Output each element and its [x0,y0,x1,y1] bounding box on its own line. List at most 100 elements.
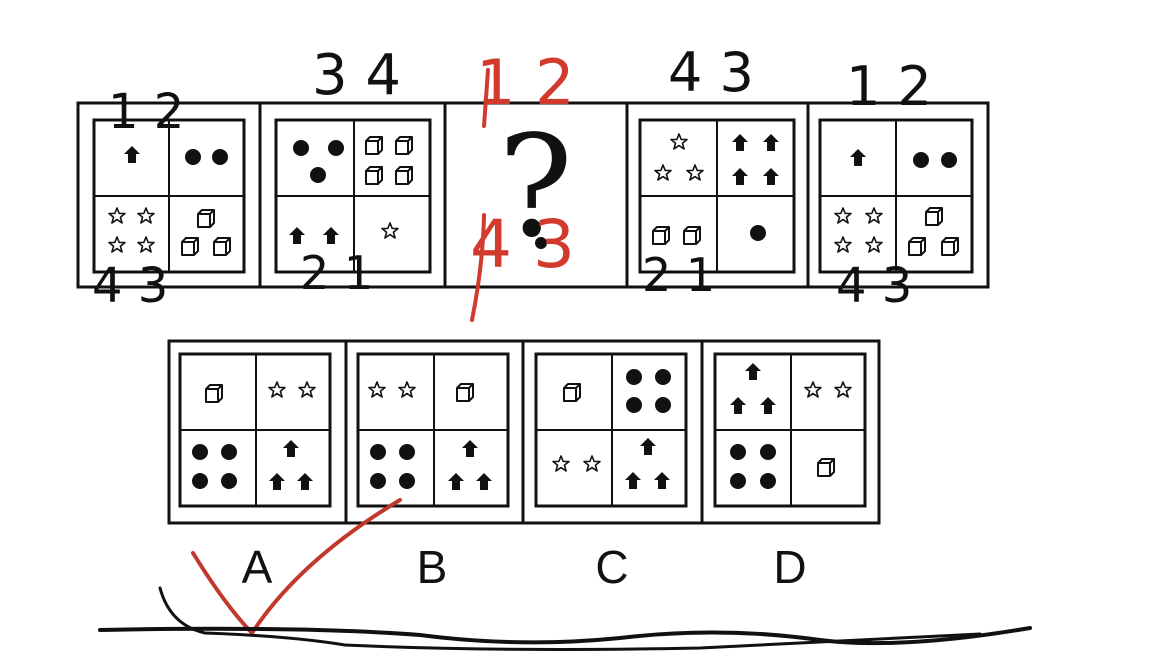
dot-icon [328,140,344,156]
star-icon [804,381,822,398]
arrow-icon [730,397,746,414]
cube-icon [683,226,701,245]
dot-icon [185,149,201,165]
dot-icon [192,473,208,489]
arrow-icon [124,146,140,163]
dot-icon [399,473,415,489]
option-letter-a[interactable]: A [241,541,273,593]
top-row-frame [76,101,990,289]
arrow-icon [323,227,339,244]
dot-icon [730,473,746,489]
arrow-icon [462,440,478,457]
cube-icon [205,384,223,403]
annotation-p2-bottom: 2 1 [300,246,374,300]
cube-icon [563,383,581,402]
cube-icon [365,166,383,185]
dot-icon [192,444,208,460]
star-icon [108,207,126,224]
option-b[interactable] [356,352,510,508]
star-icon [137,207,155,224]
cube-icon [395,166,413,185]
cube-icon [908,237,926,256]
arrow-icon [745,363,761,380]
star-icon [137,236,155,253]
star-icon [654,164,672,181]
star-icon [268,381,286,398]
star-icon [865,207,883,224]
dot-icon [655,369,671,385]
star-icon [834,207,852,224]
cube-icon [456,383,474,402]
arrow-icon [625,472,641,489]
cube-icon [817,458,835,477]
option-letter-b[interactable]: B [416,541,448,593]
dot-icon [913,152,929,168]
star-icon [368,381,386,398]
arrow-icon [289,227,305,244]
annotation-p5-bottom: 4 3 [836,258,913,314]
panel-2 [274,118,432,274]
arrow-icon [654,472,670,489]
star-icon [298,381,316,398]
dot-icon [760,444,776,460]
star-icon [583,455,601,472]
star-icon [686,164,704,181]
star-icon [865,236,883,253]
dot-icon [310,167,326,183]
arrow-icon [297,473,313,490]
cube-icon [925,207,943,226]
arrow-icon [760,397,776,414]
cube-icon [395,136,413,155]
star-icon [552,455,570,472]
option-a[interactable] [178,352,332,508]
dot-icon [293,140,309,156]
arrow-icon [850,149,866,166]
dot-icon [760,473,776,489]
dot-icon [221,444,237,460]
dot-icon [655,397,671,413]
question-mark: ? [498,106,574,269]
arrow-icon [476,473,492,490]
dot-icon [941,152,957,168]
option-d[interactable] [713,352,867,508]
annotation-p1-top: 1 2 [108,84,185,140]
arrow-icon [763,168,779,185]
cube-icon [365,136,383,155]
cube-icon [941,237,959,256]
dot-icon [221,473,237,489]
star-icon [398,381,416,398]
dot-icon [730,444,746,460]
panel-1 [92,118,246,274]
cube-icon [213,237,231,256]
dot-icon [370,444,386,460]
arrow-icon [448,473,464,490]
star-icon [381,222,399,239]
cube-icon [181,237,199,256]
dot-icon [212,149,228,165]
annotation-p3-bottom: 4 3 [470,206,575,283]
option-letter-c[interactable]: C [595,541,629,593]
arrow-icon [763,134,779,151]
dot-icon [399,444,415,460]
option-letter-d[interactable]: D [773,541,807,593]
arrow-icon [283,440,299,457]
dot-icon [750,225,766,241]
panel-5 [818,118,974,274]
arrow-icon [732,168,748,185]
annotation-p3-top: 1 2 [476,46,575,119]
arrow-icon [640,438,656,455]
star-icon [834,236,852,253]
annotation-p4-top: 4 3 [668,41,754,104]
star-icon [670,133,688,150]
star-icon [108,236,126,253]
dot-icon [626,369,642,385]
cube-icon [197,209,215,228]
option-c[interactable] [534,352,688,508]
annotation-p4-bottom: 2 1 [642,248,716,302]
check-mark-icon [191,498,402,637]
annotation-p5-top: 1 2 [846,55,932,118]
star-icon [834,381,852,398]
dot-icon [626,397,642,413]
annotation-p2-top: 3 4 [312,43,402,108]
